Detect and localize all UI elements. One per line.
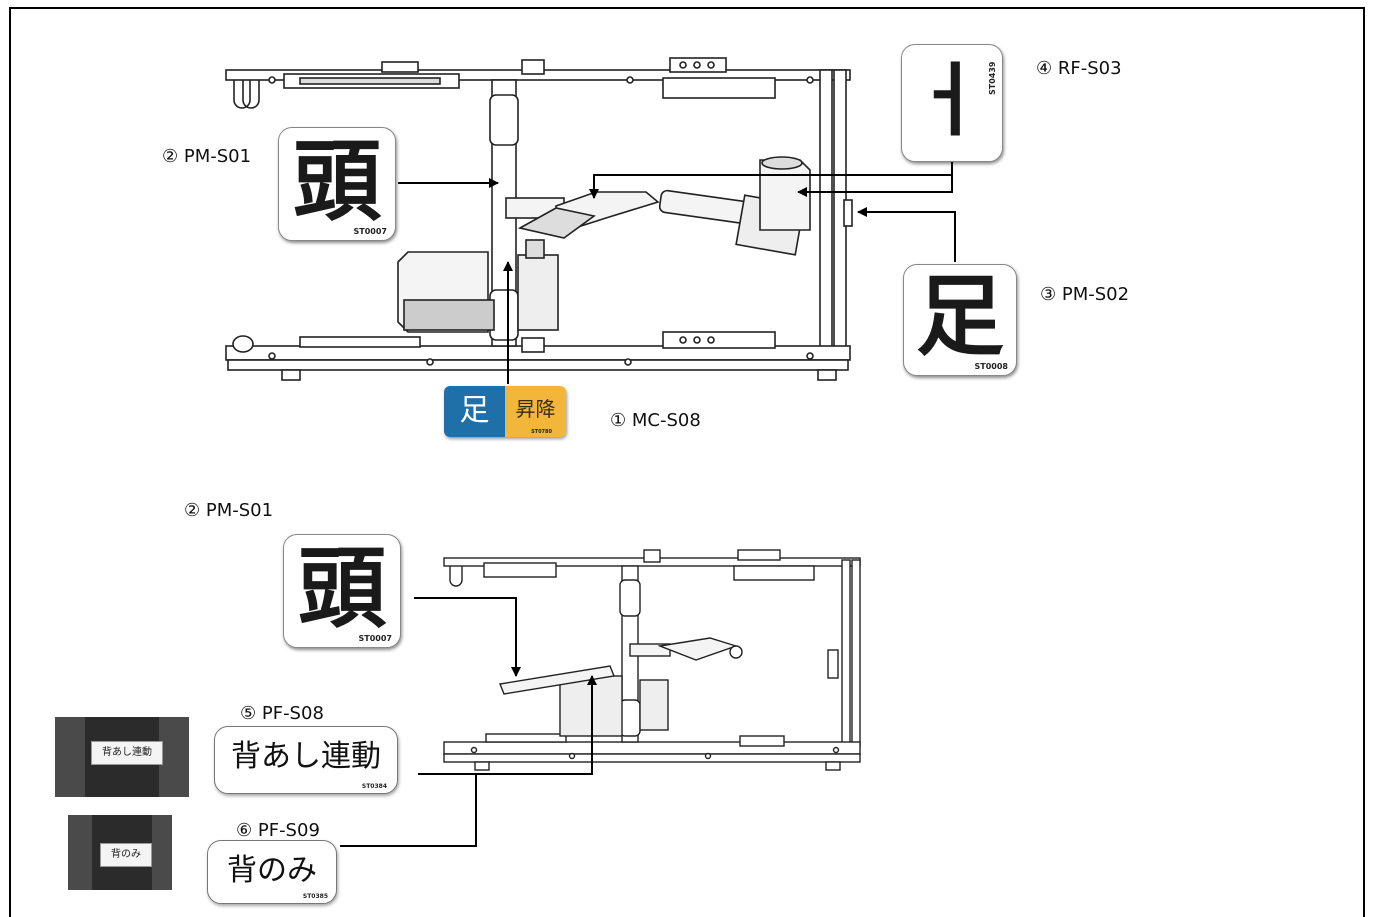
sticker-rf-glyph: ㅓ [911, 54, 985, 147]
sticker-mc-left: 足 [444, 386, 505, 437]
sticker-head-top-kanji: 頭 [292, 130, 381, 233]
callout-pm-s01-bottom: ② PM-S01 [184, 500, 274, 521]
callout-pm-s01-top: ② PM-S01 [162, 146, 252, 167]
callout-pf-s09: ⑥ PF-S09 [236, 820, 320, 841]
photo-back-link-bracket [55, 717, 85, 797]
sticker-mc-right: 昇降 [505, 386, 566, 437]
sticker-back-link-code: ST0384 [361, 783, 387, 790]
callout-rf-s03: ④ RF-S03 [1036, 58, 1122, 79]
sticker-back-link-text: 背あし連動 [231, 739, 381, 774]
sticker-foot-code: ST0008 [974, 362, 1008, 371]
sticker-back-link: 背あし連動 ST0384 [214, 726, 398, 794]
callout-mc-s08: ① MC-S08 [610, 410, 701, 431]
photo-back-link: 背あし連動 [55, 717, 189, 797]
sticker-rf-code: ST0439 [988, 61, 997, 95]
photo-back-only: 背のみ [68, 815, 172, 890]
bottom-bed-frame [443, 549, 861, 771]
callout-pf-s08: ⑤ PF-S08 [240, 703, 324, 724]
sticker-mc: 足 昇降 ST0780 [444, 386, 566, 437]
sticker-mc-code: ST0780 [531, 429, 552, 435]
sticker-head-top: 頭 ST0007 [278, 127, 396, 241]
sticker-rf: ㅓ ST0439 [901, 44, 1003, 162]
sticker-foot: 足 ST0008 [903, 264, 1017, 376]
sticker-head-bottom-kanji: 頭 [297, 537, 386, 640]
sticker-foot-kanji: 足 [915, 265, 1004, 368]
sticker-head-bottom-code: ST0007 [358, 634, 392, 643]
sticker-back-only-code: ST0385 [302, 893, 328, 900]
top-bed-frame [225, 57, 853, 381]
sticker-back-only-text: 背のみ [227, 853, 317, 888]
photo-back-only-tag: 背のみ [100, 843, 152, 867]
photo-back-only-bracket [68, 815, 92, 890]
diagram-frame [9, 7, 1365, 917]
sticker-back-only: 背のみ ST0385 [207, 840, 337, 904]
arrows [340, 160, 956, 847]
sticker-head-bottom: 頭 ST0007 [283, 534, 401, 648]
photo-back-only-bracket-right [152, 815, 172, 890]
photo-back-link-tag: 背あし連動 [91, 741, 163, 765]
callout-pm-s02: ③ PM-S02 [1040, 284, 1130, 305]
photo-back-link-bracket-right [159, 717, 189, 797]
sticker-head-top-code: ST0007 [353, 227, 387, 236]
